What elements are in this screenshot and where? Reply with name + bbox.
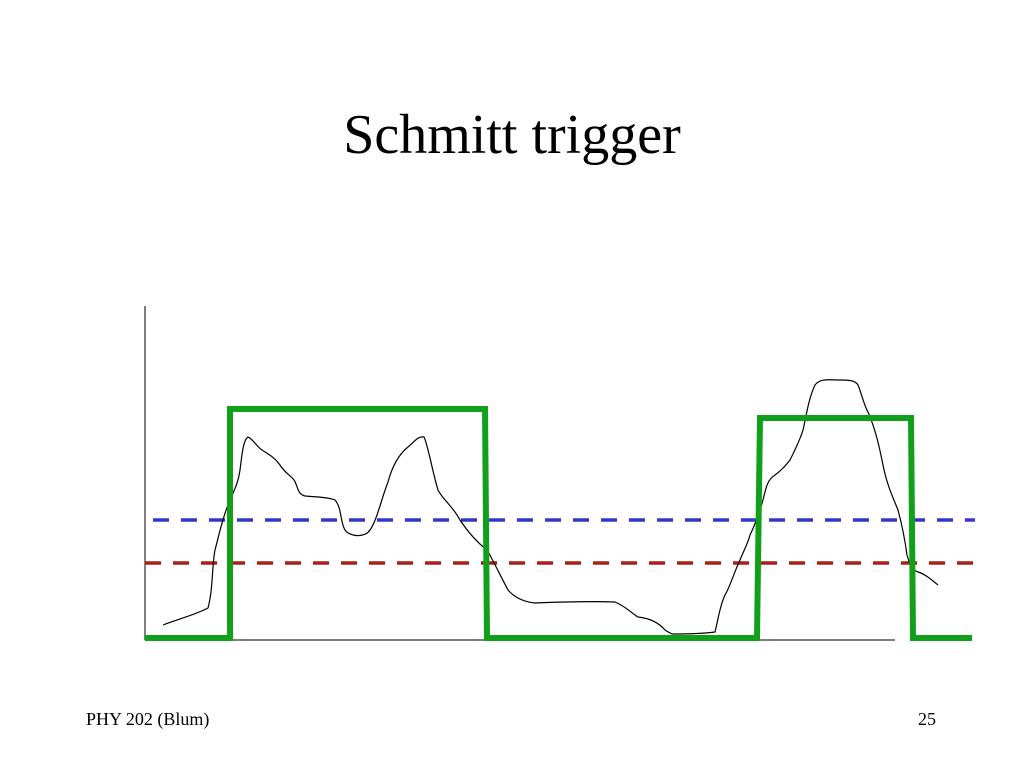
slide-title: Schmitt trigger <box>343 104 681 166</box>
footer-course-label: PHY 202 (Blum) <box>86 709 210 729</box>
footer-page-number: 25 <box>918 709 936 729</box>
input-signal-curve <box>162 379 939 635</box>
output-square-wave <box>145 406 972 641</box>
